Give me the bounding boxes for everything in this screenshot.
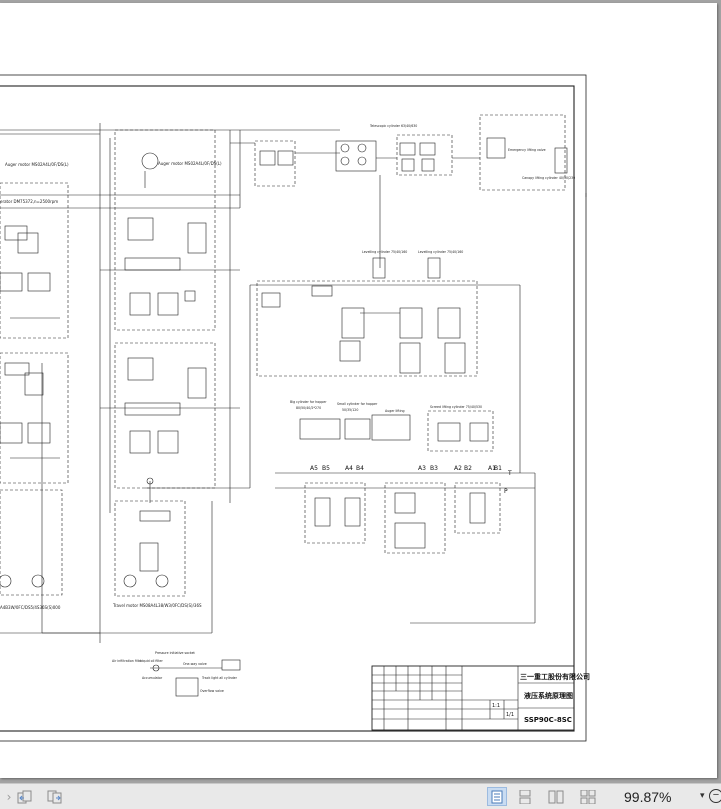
port-b5: B5 bbox=[322, 465, 330, 472]
generator-label: erator DM75372,n=2500rpm bbox=[0, 199, 58, 204]
two-page-continuous-view-button[interactable] bbox=[578, 787, 598, 806]
title-company: 三一重工股份有限公司 bbox=[520, 672, 590, 681]
port-t: T bbox=[507, 470, 512, 477]
title-scale: 1:1 bbox=[492, 703, 500, 709]
title-sheet: 1/1 bbox=[506, 712, 514, 718]
auger-motor-2-label: Auger motor MS02A4L/0F/DS(L) bbox=[158, 161, 222, 166]
screed-lifting-label: Screed lifting cylinder 75/40/530 bbox=[430, 405, 482, 409]
pdf-page: Auger motor MS02A4L/0F/DS(L) erator DM75… bbox=[0, 3, 717, 778]
hopper-circuit bbox=[275, 410, 536, 624]
small-cylinder-label: Small cylinder for hopper bbox=[337, 402, 378, 406]
auger-motor-1-label: Auger motor MS02A4L/0F/DS(L) bbox=[5, 162, 69, 167]
drawing-outer-frame bbox=[0, 74, 587, 742]
leveling-cylinder-2-label: Levelling cylinder 75/40/160 bbox=[418, 250, 463, 254]
port-p: P bbox=[504, 488, 508, 495]
single-page-icon bbox=[491, 790, 503, 803]
liquid-filter-label: Liquid oil filter bbox=[140, 659, 163, 663]
single-page-view-button[interactable] bbox=[487, 787, 507, 806]
middle-circuit bbox=[42, 129, 250, 634]
travel-motor-left-label: A4B3W/0FC/DS5/4S36S(S)000 bbox=[0, 605, 61, 610]
canopy-cylinder-label: Canopy lifting cylinder 40/30/230 bbox=[522, 176, 575, 180]
port-b1: B1 bbox=[494, 465, 502, 472]
emergency-valve-label: Emergency lifting valve bbox=[508, 148, 546, 152]
continuous-page-icon bbox=[519, 789, 531, 804]
document-viewport[interactable]: Auger motor MS02A4L/0F/DS(L) erator DM75… bbox=[0, 0, 721, 783]
port-a4: A4 bbox=[345, 465, 353, 472]
port-b4: B4 bbox=[356, 465, 364, 472]
zoom-out-button[interactable]: − bbox=[709, 789, 721, 803]
multi-page-back-icon[interactable] bbox=[16, 788, 34, 805]
title-drawing-name: 液压系统原理图 bbox=[524, 691, 573, 700]
pressure-socket-label: Pressure initiative socket bbox=[155, 651, 196, 655]
small-cylinder-spec: 50/35/120 bbox=[342, 408, 358, 412]
prev-page-icon[interactable]: › bbox=[0, 788, 18, 805]
track-light-label: Track light all cylinder bbox=[201, 676, 238, 680]
port-a2: A2 bbox=[454, 465, 462, 472]
telescopic-cylinder-label: Telescopic cylinder 63/40/630 bbox=[369, 124, 417, 128]
title-block bbox=[371, 665, 575, 731]
leveling-cylinder-1-label: Levelling cylinder 75/40/160 bbox=[362, 250, 407, 254]
big-cylinder-spec: 80/50/40/2*270 bbox=[296, 406, 321, 410]
two-page-view-button[interactable] bbox=[546, 787, 566, 806]
auger-lifting-label: Auger lifting bbox=[385, 409, 405, 413]
prev-page-glyph: › bbox=[6, 789, 12, 804]
travel-motor-label: Travel motor MS08A4L38/W3/0FC/DS(S)/36S bbox=[112, 603, 202, 608]
legend-symbols bbox=[150, 659, 241, 697]
air-filter-label: Air infiltration filter bbox=[112, 659, 143, 663]
port-a5: A5 bbox=[310, 465, 318, 472]
top-right-circuit bbox=[230, 114, 568, 268]
overflow-valve-label: Overflow valve bbox=[200, 689, 224, 693]
port-a1: A1 bbox=[488, 465, 496, 472]
title-drawing-number: SSP90C-8SC bbox=[524, 716, 572, 724]
hydraulic-schematic: Auger motor MS02A4L/0F/DS(L) erator DM75… bbox=[0, 74, 590, 742]
big-cylinder-label: Big cylinder for hopper bbox=[290, 400, 327, 404]
two-page-icon bbox=[548, 790, 564, 803]
port-b2: B2 bbox=[464, 465, 472, 472]
multi-page-forward-icon[interactable] bbox=[46, 788, 64, 805]
one-way-valve-label: One-way valve bbox=[183, 662, 207, 666]
continuous-view-button[interactable] bbox=[515, 787, 535, 806]
zoom-level[interactable]: 99.87% bbox=[624, 789, 672, 805]
zoom-dropdown-icon[interactable]: ▾ bbox=[700, 790, 705, 800]
leveling-circuit bbox=[249, 257, 521, 488]
two-page-continuous-icon bbox=[580, 789, 596, 804]
accumulator-label: Accumulator bbox=[142, 676, 163, 680]
drawing-inner-frame bbox=[0, 85, 575, 732]
status-bar: › 99.87% ▾ − bbox=[0, 783, 721, 809]
port-b3: B3 bbox=[430, 465, 438, 472]
port-a3: A3 bbox=[418, 465, 426, 472]
